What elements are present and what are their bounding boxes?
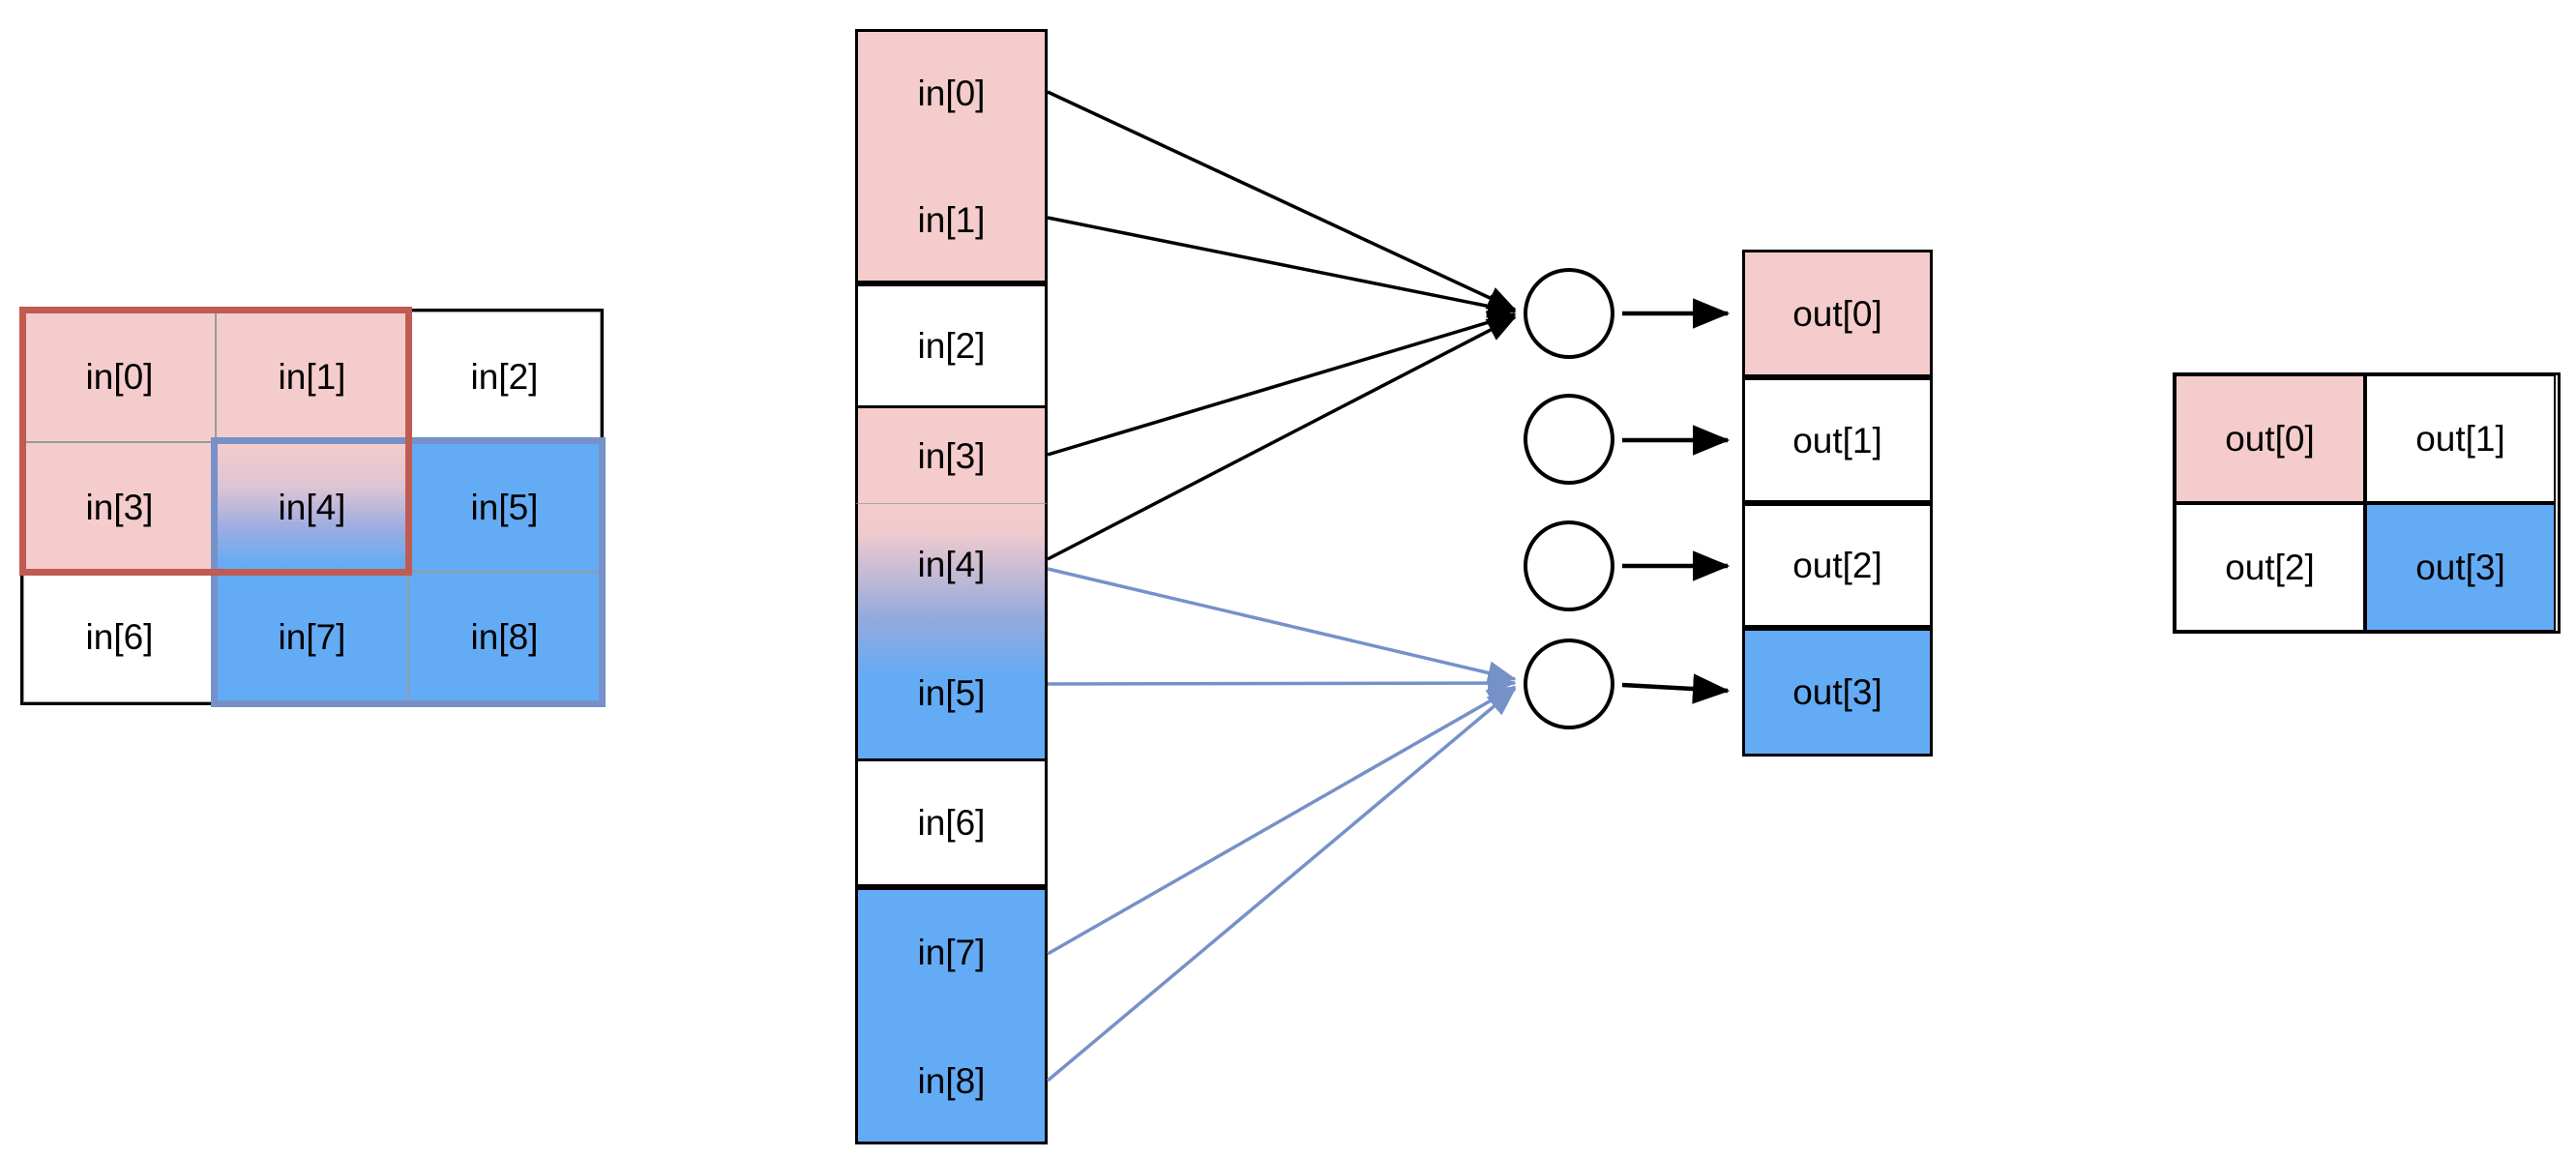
out-column-cell-out1: out[1]	[1742, 377, 1933, 503]
cell-label: in[0]	[85, 357, 154, 397]
out-column-cell-out0: out[0]	[1742, 250, 1933, 377]
cell-label: in[1]	[278, 357, 346, 397]
left-grid-cell-in5: in[5]	[408, 442, 601, 572]
cell-label: out[1]	[1792, 420, 1882, 460]
right-grid-cell-out0: out[0]	[2175, 374, 2365, 503]
cell-label: out[0]	[2225, 419, 2315, 459]
cell-label: in[3]	[85, 487, 154, 527]
left-grid-cell-in7: in[7]	[216, 572, 408, 702]
in-column-label-in5: in[5]	[917, 672, 986, 713]
edge-in7-to-neuron3	[1047, 685, 1517, 956]
cell-label: out[3]	[1792, 672, 1882, 712]
left-grid-cell-in6: in[6]	[23, 572, 216, 702]
out-column-cell-out2: out[2]	[1742, 503, 1933, 628]
out-column-cell-out3: out[3]	[1742, 628, 1933, 757]
edge-neuron3-to-out3	[1621, 673, 1731, 704]
in-column-label-in2: in[2]	[917, 325, 986, 366]
cell-label: out[2]	[2225, 548, 2315, 587]
neuron-circle-0	[1524, 268, 1614, 359]
right-grid-cell-out2: out[2]	[2175, 503, 2365, 632]
cell-label: in[4]	[278, 487, 346, 527]
in-column-label-in4: in[4]	[917, 544, 986, 584]
in-column-block-in6	[855, 758, 1048, 887]
edge-in3-to-neuron0	[1047, 311, 1517, 457]
cell-label: in[7]	[278, 617, 346, 657]
neuron-circle-2	[1524, 520, 1614, 611]
cell-label: in[2]	[470, 357, 539, 397]
in-column-block-in0-in1	[855, 29, 1048, 283]
edge-in1-to-neuron0	[1047, 216, 1517, 318]
edge-in8-to-neuron3	[1046, 687, 1517, 1083]
in-column-block-in3	[855, 408, 1048, 504]
in-column-block-in7-in8	[855, 887, 1048, 1144]
in-column-label-in1: in[1]	[917, 199, 986, 240]
cell-label: out[2]	[1792, 546, 1882, 585]
left-grid-cell-in0: in[0]	[23, 312, 216, 442]
right-grid-cell-out3: out[3]	[2365, 503, 2556, 632]
cell-label: out[0]	[1792, 293, 1882, 334]
cell-label: out[3]	[2415, 548, 2505, 587]
in-column-block-in2	[855, 283, 1048, 408]
in-column-label-in6: in[6]	[917, 802, 986, 843]
left-grid-cell-in1: in[1]	[216, 312, 408, 442]
in-column-label-in7: in[7]	[917, 932, 986, 972]
left-grid-cell-in4: in[4]	[216, 442, 408, 572]
edge-in4-to-neuron3	[1047, 567, 1517, 685]
in-column-label-in8: in[8]	[917, 1060, 986, 1101]
in-column-label-in3: in[3]	[917, 435, 986, 476]
in-column-label-in0: in[0]	[917, 73, 986, 113]
right-grid-cell-out1: out[1]	[2365, 374, 2556, 503]
edge-in5-to-neuron3	[1047, 670, 1517, 696]
left-grid-cell-in8: in[8]	[408, 572, 601, 702]
cell-label: in[6]	[85, 617, 154, 657]
edge-in4-to-neuron0	[1047, 315, 1517, 561]
left-grid-cell-in3: in[3]	[23, 442, 216, 572]
neuron-circle-1	[1524, 394, 1614, 485]
cell-label: in[5]	[470, 487, 539, 527]
neuron-circle-3	[1524, 638, 1614, 729]
cell-label: out[1]	[2415, 419, 2505, 459]
cell-label: in[8]	[470, 617, 539, 657]
edge-in0-to-neuron0	[1047, 90, 1517, 312]
in-column-block-in4-in5	[855, 504, 1048, 758]
left-grid-cell-in2: in[2]	[408, 312, 601, 442]
